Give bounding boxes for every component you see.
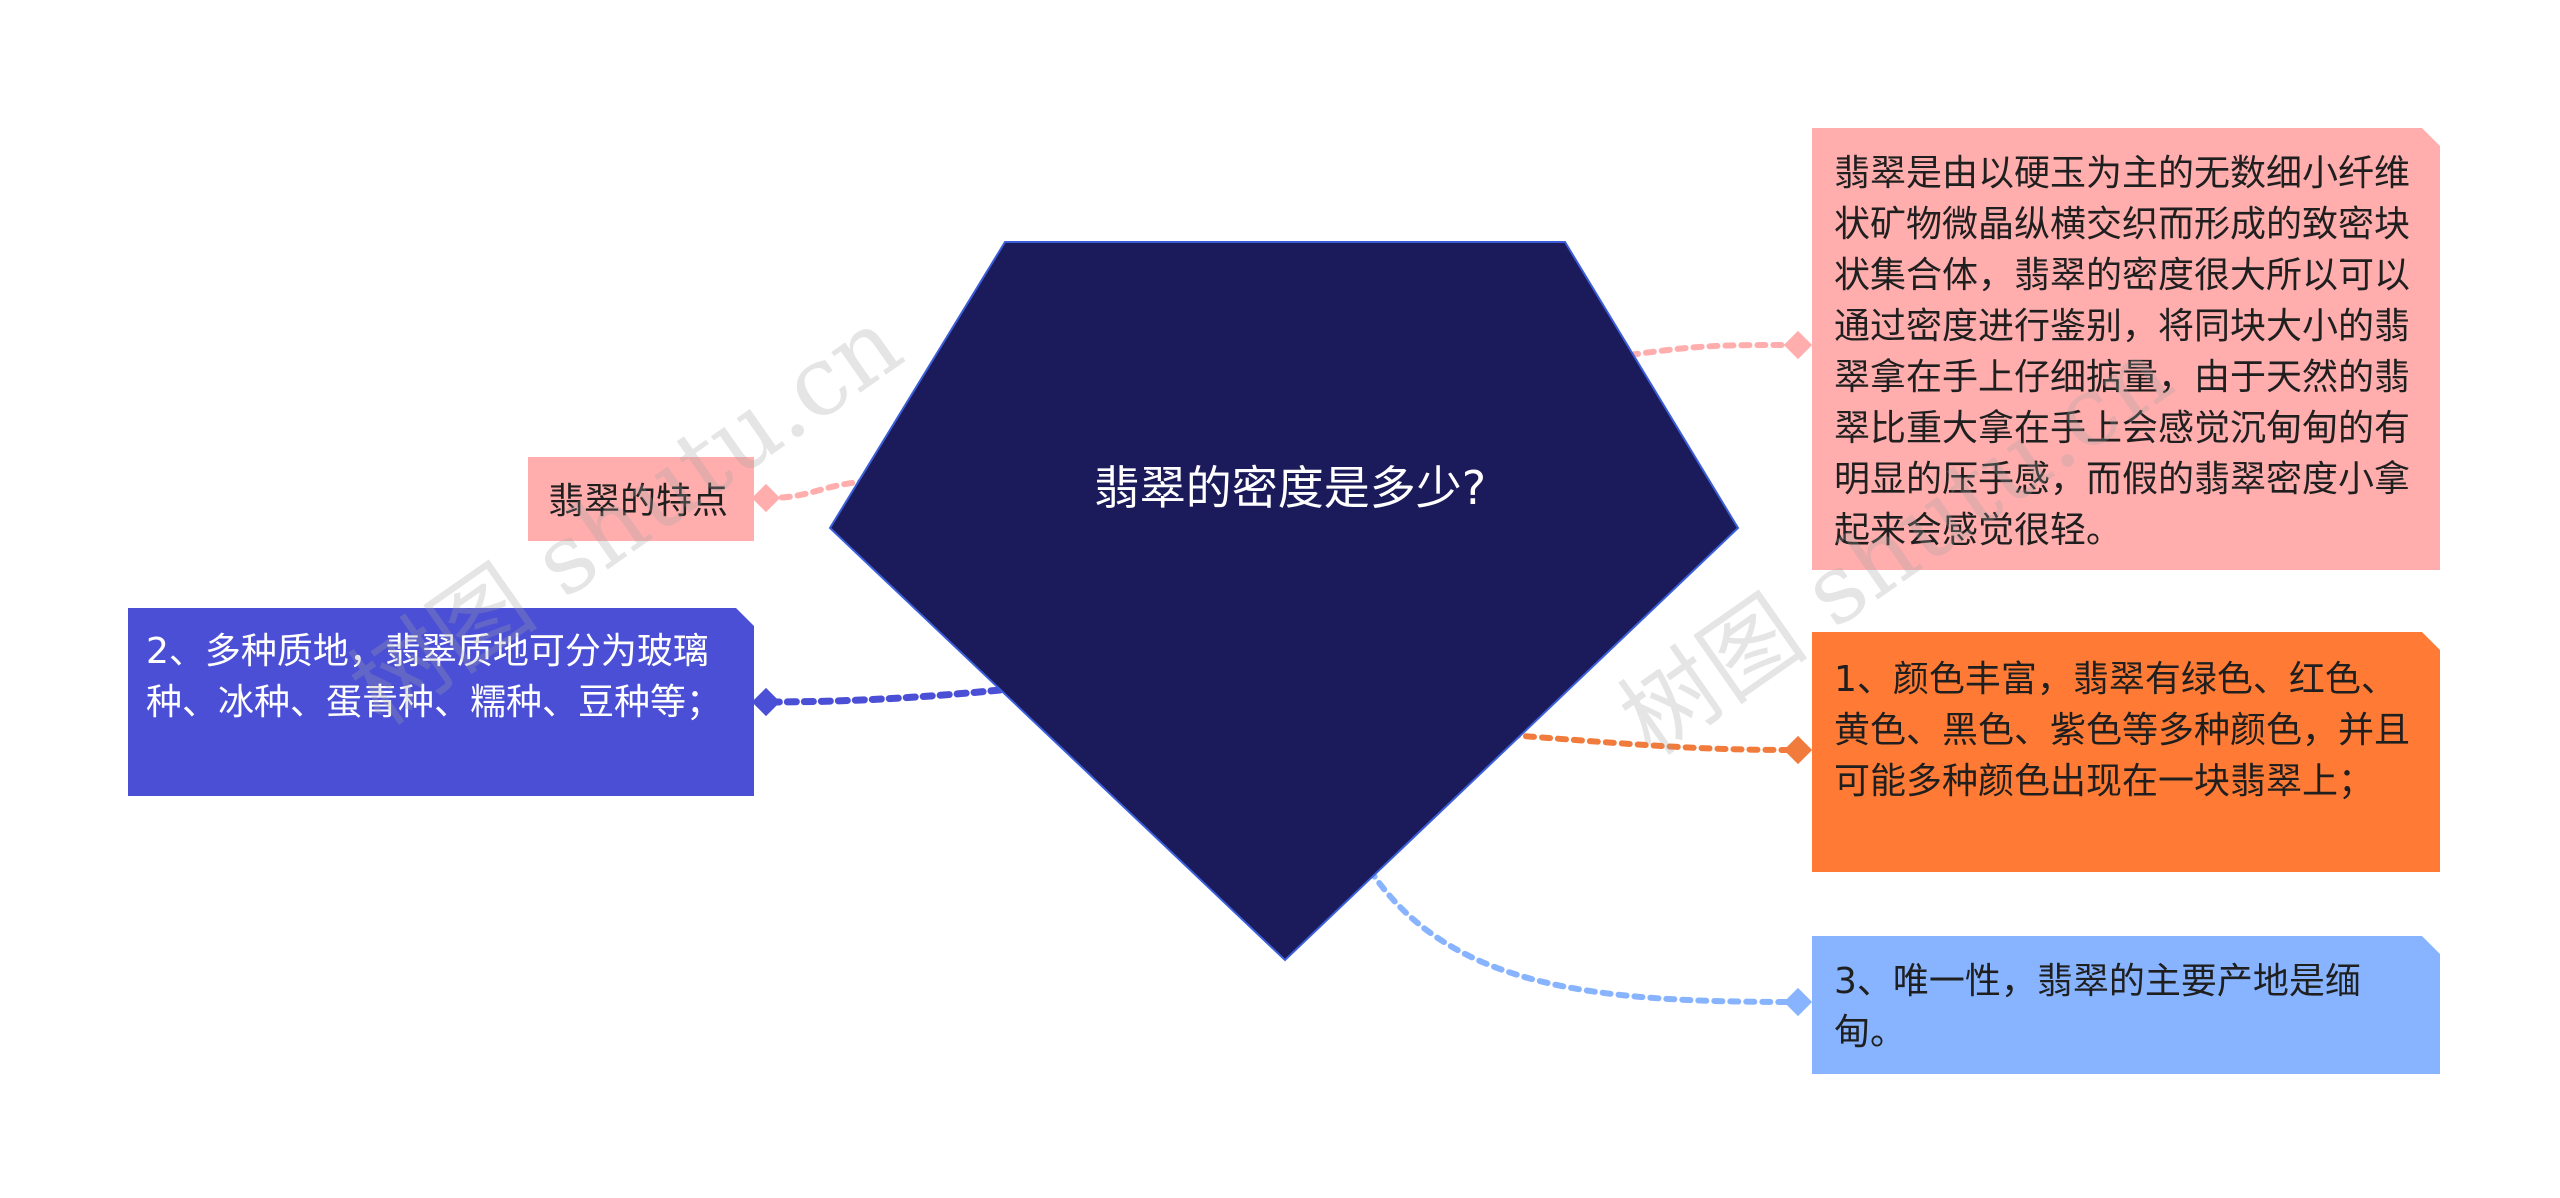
marker-right-mid (1783, 735, 1813, 765)
node-left-label-text: 翡翠的特点 (548, 481, 729, 522)
connector-right-top (1627, 342, 1798, 358)
marker-left-box (751, 687, 781, 717)
node-right-mid-text: 1、颜色丰富，翡翠有绿色、红色、黄色、黑色、紫色等多种颜色，并且可能多种颜色出现… (1834, 659, 2411, 802)
node-right-mid[interactable]: 1、颜色丰富，翡翠有绿色、红色、黄色、黑色、紫色等多种颜色，并且可能多种颜色出现… (1812, 632, 2440, 872)
connector-left-box (764, 686, 1004, 706)
node-right-bottom-corner (2422, 936, 2440, 954)
node-right-bottom[interactable]: 3、唯一性，翡翠的主要产地是缅甸。 (1812, 936, 2440, 1074)
central-topic-shape[interactable] (828, 241, 1740, 962)
marker-left-label (751, 483, 781, 513)
node-left-box-text: 2、多种质地，翡翠质地可分为玻璃种、冰种、蛋青种、糯种、豆种等； (146, 631, 723, 723)
node-left-box[interactable]: 2、多种质地，翡翠质地可分为玻璃种、冰种、蛋青种、糯种、豆种等； (128, 608, 754, 796)
node-right-top[interactable]: 翡翠是由以硬玉为主的无数细小纤维状矿物微晶纵横交织而形成的致密块状集合体，翡翠的… (1812, 128, 2440, 570)
connector-right-mid (1507, 732, 1798, 753)
connector-right-bottom (1367, 867, 1798, 1005)
marker-right-top (1783, 330, 1813, 360)
node-right-mid-corner (2422, 632, 2440, 650)
marker-right-bottom (1783, 987, 1813, 1017)
node-left-box-corner (736, 608, 754, 626)
node-right-top-text: 翡翠是由以硬玉为主的无数细小纤维状矿物微晶纵横交织而形成的致密块状集合体，翡翠的… (1834, 153, 2411, 551)
central-topic-title: 翡翠的密度是多少? (1093, 461, 1487, 515)
node-left-label[interactable]: 翡翠的特点 (528, 457, 754, 541)
node-right-top-corner (2422, 128, 2440, 146)
node-right-bottom-text: 3、唯一性，翡翠的主要产地是缅甸。 (1834, 961, 2361, 1053)
